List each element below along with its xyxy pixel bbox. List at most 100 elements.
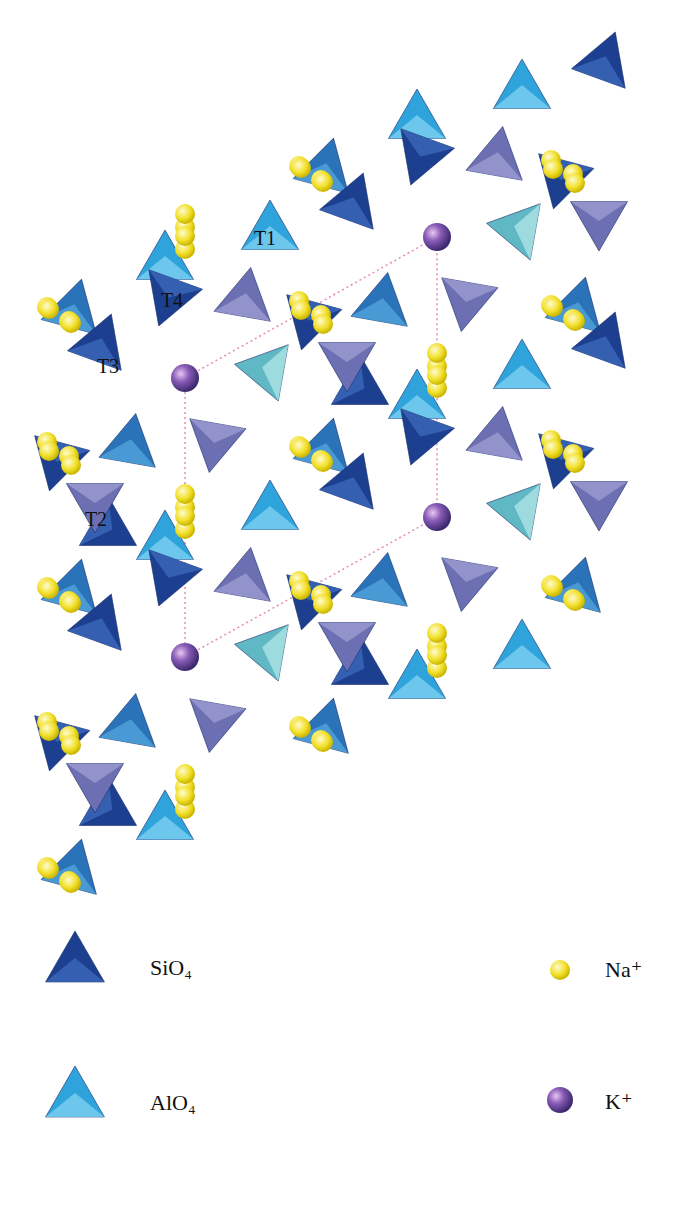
tetrahedron xyxy=(99,414,155,468)
tetrahedron xyxy=(401,409,455,465)
tetrahedron xyxy=(401,129,455,185)
sodium-ion xyxy=(543,159,563,179)
sodium-ion xyxy=(39,299,59,319)
tetrahedron xyxy=(190,699,246,753)
sodium-ion xyxy=(61,593,81,613)
tetrahedron xyxy=(149,550,203,606)
sodium-ion xyxy=(61,873,81,893)
tetrahedron xyxy=(241,480,298,530)
site-label: T2 xyxy=(85,509,107,529)
tetrahedron-facet xyxy=(514,484,540,540)
site-label: T4 xyxy=(161,290,183,310)
tetrahedron xyxy=(235,345,289,401)
tetrahedron-facet xyxy=(351,578,407,606)
legend-text: K⁺ xyxy=(605,1091,633,1113)
tetrahedron xyxy=(570,202,627,252)
tetrahedron xyxy=(66,484,123,534)
tetrahedron-facet xyxy=(572,56,626,88)
sodium-ion xyxy=(175,764,195,784)
sodium-ion xyxy=(61,735,81,755)
tetrahedron-facet xyxy=(442,278,498,302)
sodium-ion xyxy=(543,297,563,317)
tetrahedron-facet xyxy=(388,675,445,698)
tetrahedron xyxy=(442,558,498,612)
tetrahedron xyxy=(318,623,375,673)
site-label: T1 xyxy=(254,228,276,248)
tetrahedron xyxy=(388,89,445,139)
tetrahedron-facet xyxy=(493,365,550,388)
sodium-ion xyxy=(291,158,311,178)
tetrahedron xyxy=(318,343,375,393)
tetrahedron xyxy=(99,694,155,748)
tetrahedron xyxy=(241,200,298,250)
tetrahedron-facet xyxy=(318,343,375,362)
tetrahedron-facet xyxy=(66,484,123,503)
sodium-ion xyxy=(291,580,311,600)
tetrahedron-facet xyxy=(318,623,375,642)
tetrahedron-facet xyxy=(214,293,270,321)
tetrahedron xyxy=(351,273,407,327)
sodium-ion xyxy=(61,455,81,475)
tetrahedron-facet xyxy=(241,506,298,529)
sodium-ion xyxy=(313,732,333,752)
tetrahedron-facet xyxy=(46,1093,105,1117)
sodium-ion xyxy=(313,314,333,334)
sodium-ion xyxy=(565,591,585,611)
sodium-ion xyxy=(39,721,59,741)
tetrahedron xyxy=(466,407,522,461)
tetrahedron xyxy=(214,268,270,322)
tetrahedron-facet xyxy=(66,764,123,783)
potassium-ion xyxy=(171,643,199,671)
tetrahedron-facet xyxy=(241,226,298,249)
tetrahedron-facet xyxy=(493,645,550,668)
tetrahedron-facet xyxy=(401,129,455,157)
tetrahedron-facet xyxy=(136,816,193,839)
tetrahedron-facet xyxy=(466,152,522,180)
legend-text: Na⁺ xyxy=(605,959,642,981)
sodium-ion xyxy=(565,173,585,193)
tetrahedron xyxy=(235,625,289,681)
sodium-ion xyxy=(427,343,447,363)
legend-sample xyxy=(547,1087,573,1113)
tetrahedron-facet xyxy=(262,625,288,681)
tetrahedron xyxy=(149,270,203,326)
tetrahedron-facet xyxy=(466,432,522,460)
sodium-ion xyxy=(39,579,59,599)
tetrahedron-facet xyxy=(99,439,155,467)
sodium-ion xyxy=(313,452,333,472)
legend-text: SiO₄ xyxy=(150,957,192,979)
tetrahedron xyxy=(351,553,407,607)
tetrahedron-facet xyxy=(570,202,627,221)
tetrahedron-facet xyxy=(514,204,540,260)
tetrahedron xyxy=(493,339,550,389)
tetrahedron xyxy=(539,434,594,489)
tetrahedron xyxy=(466,127,522,181)
sodium-ion xyxy=(39,441,59,461)
tetrahedron-facet xyxy=(68,618,122,650)
tetrahedron xyxy=(539,154,594,209)
tetrahedron-facet xyxy=(572,336,626,368)
potassium-ion xyxy=(423,503,451,531)
tetrahedron-facet xyxy=(214,573,270,601)
legend-text: AlO₄ xyxy=(150,1092,196,1114)
tetrahedron xyxy=(46,1066,105,1117)
sodium-ion xyxy=(175,506,195,526)
unit-cell-outline xyxy=(185,237,437,657)
tetrahedron-facet xyxy=(99,719,155,747)
tetrahedron xyxy=(287,575,342,630)
sodium-ion xyxy=(175,204,195,224)
tetrahedron xyxy=(487,204,541,260)
tetrahedron xyxy=(442,278,498,332)
sodium-ion xyxy=(291,300,311,320)
tetrahedron xyxy=(214,548,270,602)
sodium-ion xyxy=(313,594,333,614)
tetrahedron-facet xyxy=(493,85,550,108)
tetrahedron-facet xyxy=(351,298,407,326)
tetrahedron-facet xyxy=(149,550,203,578)
tetrahedron-facet xyxy=(442,558,498,582)
legend-sample xyxy=(550,960,570,980)
sodium-ion xyxy=(175,484,195,504)
sodium-ion xyxy=(543,577,563,597)
tetrahedron-facet xyxy=(190,699,246,723)
